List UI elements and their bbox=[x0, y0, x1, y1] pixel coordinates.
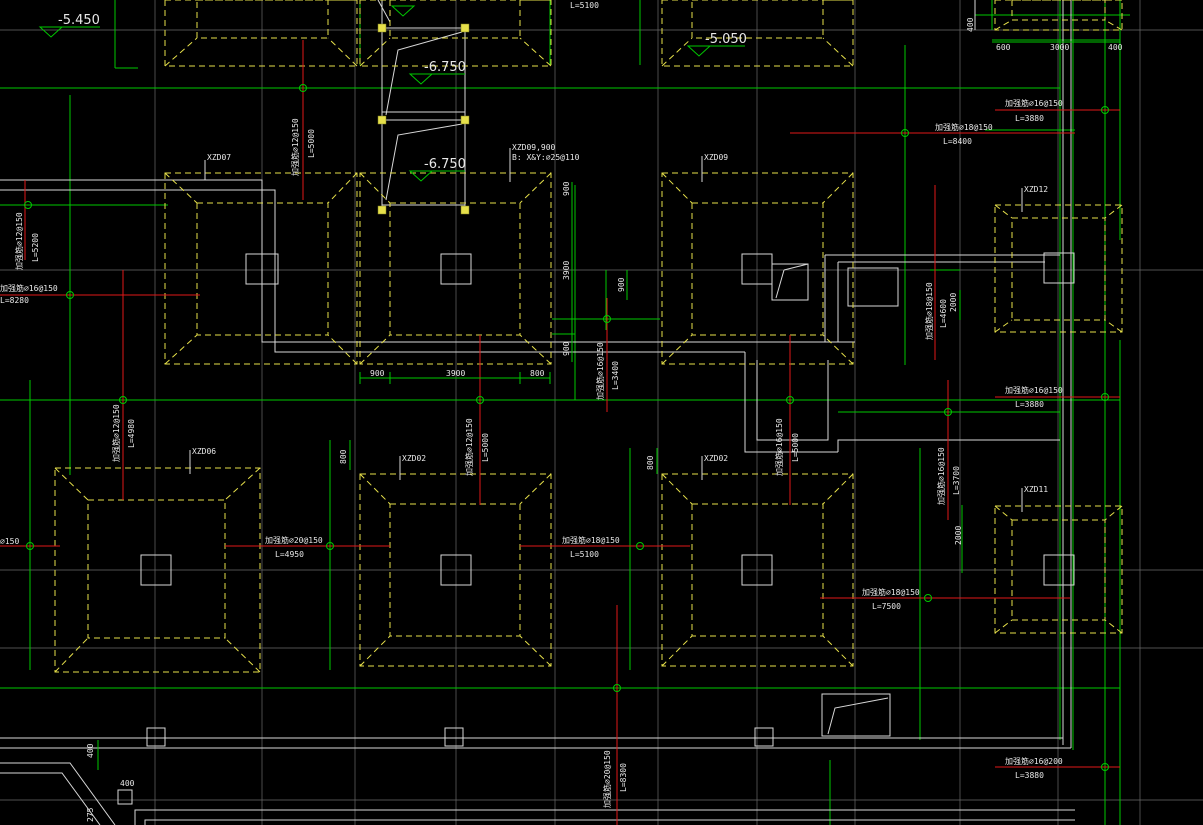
dimension-text: 400 bbox=[120, 779, 135, 788]
elevation-text: -5.050 bbox=[705, 32, 747, 47]
rebar-length: L=3880 bbox=[1015, 114, 1044, 123]
pit-label: XZD11 bbox=[1024, 485, 1048, 494]
pit[interactable] bbox=[164, 172, 358, 365]
rebar-label: 加强筋⌀16@150 bbox=[936, 447, 946, 505]
column[interactable] bbox=[140, 554, 172, 586]
dimension-text: 600 bbox=[996, 43, 1011, 52]
column[interactable] bbox=[771, 263, 809, 301]
rebar-length: L=8400 bbox=[943, 137, 972, 146]
rebar-length: L=5000 bbox=[307, 129, 316, 158]
dimension-text: 900 bbox=[370, 369, 385, 378]
rebar-label: 加强筋⌀16@150 bbox=[1005, 98, 1063, 108]
rebar-label: 加强筋⌀16@150 bbox=[595, 342, 605, 400]
pit-label: XZD12 bbox=[1024, 185, 1048, 194]
column[interactable] bbox=[1043, 554, 1075, 586]
dimension-text: 275 bbox=[86, 807, 95, 822]
elevation-text: -6.750 bbox=[424, 157, 466, 172]
pit-label: XZD02 bbox=[704, 454, 728, 463]
rebar-lines bbox=[0, 40, 1120, 825]
dimension-text: 900 bbox=[562, 181, 571, 196]
column[interactable] bbox=[1043, 252, 1075, 284]
pit-label: XZD07 bbox=[207, 153, 231, 162]
selection-grips[interactable] bbox=[377, 23, 470, 215]
pit[interactable] bbox=[54, 467, 261, 673]
rebar-label: 加强筋⌀12@150 bbox=[111, 404, 121, 462]
pit-label: XZD02 bbox=[402, 454, 426, 463]
rebar-label: 加强筋⌀18@150 bbox=[935, 122, 993, 132]
dimension-text: 400 bbox=[1108, 43, 1123, 52]
pit[interactable] bbox=[661, 473, 854, 667]
green-reference-lines bbox=[0, 0, 1130, 825]
node-markers bbox=[24, 84, 1109, 771]
pit[interactable] bbox=[661, 0, 854, 67]
rebar-annotations: 加强筋⌀16@150 L=8280 加强筋⌀16@150 L=3880 加强筋⌀… bbox=[0, 1, 1063, 780]
rebar-label: 加强筋⌀16@150 bbox=[0, 283, 58, 293]
pit-note: B: X&Y:⌀25@110 bbox=[512, 153, 580, 162]
rebar-length: L=5100 bbox=[570, 550, 599, 559]
pit[interactable] bbox=[164, 0, 358, 67]
rebar-length: L=4950 bbox=[275, 550, 304, 559]
rebar-length: L=8300 bbox=[619, 763, 628, 792]
rebar-label: 加强筋⌀16@150 bbox=[1005, 385, 1063, 395]
pit[interactable] bbox=[359, 0, 552, 67]
pit[interactable] bbox=[359, 473, 552, 667]
dimension-text: 400 bbox=[86, 743, 95, 758]
elevation-text: -5.450 bbox=[58, 13, 100, 28]
column[interactable] bbox=[741, 554, 773, 586]
dimension-text: 800 bbox=[339, 449, 348, 464]
rebar-length: L=5200 bbox=[31, 233, 40, 262]
rebar-length: L=3880 bbox=[1015, 771, 1044, 780]
column[interactable] bbox=[440, 554, 472, 586]
pit[interactable] bbox=[994, 0, 1123, 31]
rebar-length: L=7500 bbox=[872, 602, 901, 611]
rebar-label: 加强筋⌀12@150 bbox=[290, 118, 300, 176]
rebar-label: 加强筋⌀16@150 bbox=[774, 418, 784, 476]
rebar-annotations-vertical: 加强筋⌀12@150 L=5000 加强筋⌀12@150 L=5200 加强筋⌀… bbox=[14, 118, 961, 808]
pit[interactable] bbox=[994, 204, 1123, 333]
elevation-markers: -5.450 -5.050 -6.750 -6.750 bbox=[38, 5, 747, 182]
dimension-text: 3900 bbox=[562, 261, 571, 280]
pile-cap-pits bbox=[54, 0, 1123, 673]
column[interactable] bbox=[440, 253, 472, 285]
rebar-length: L=4600 bbox=[939, 299, 948, 328]
rebar-label: 加强筋⌀18@150 bbox=[862, 587, 920, 597]
columns bbox=[140, 252, 1075, 586]
rebar-length: L=3700 bbox=[952, 466, 961, 495]
rebar-label: 加强筋⌀20@150 bbox=[265, 535, 323, 545]
rebar-label: ⌀150 bbox=[0, 537, 19, 546]
rebar-length: L=5100 bbox=[570, 1, 599, 10]
dimension-text: 900 bbox=[562, 341, 571, 356]
dimension-text: 800 bbox=[646, 455, 655, 470]
rebar-label: 加强筋⌀12@150 bbox=[14, 212, 24, 270]
pit-label: XZD09 bbox=[704, 153, 728, 162]
dimension-text: 3900 bbox=[446, 369, 465, 378]
dimension-text: 2000 bbox=[949, 293, 958, 312]
rebar-label: 加强筋⌀20@150 bbox=[602, 750, 612, 808]
pit-label: XZD06 bbox=[192, 447, 216, 456]
rebar-label: 加强筋⌀12@150 bbox=[464, 418, 474, 476]
dimension-text: 900 bbox=[617, 277, 626, 292]
dimension-annotations: 900 3900 800 900 3900 900 900 800 800 20… bbox=[86, 17, 1123, 822]
pit[interactable] bbox=[661, 172, 854, 365]
column[interactable] bbox=[245, 253, 279, 285]
rebar-label: 加强筋⌀18@150 bbox=[562, 535, 620, 545]
pit[interactable] bbox=[994, 505, 1123, 634]
dimension-text: 800 bbox=[530, 369, 545, 378]
dimension-text: 400 bbox=[966, 17, 975, 32]
pit-labels: XZD07 XZD09,900 B: X&Y:⌀25@110 XZD09 XZD… bbox=[189, 143, 1048, 512]
rebar-length: L=3400 bbox=[611, 361, 620, 390]
rebar-length: L=8280 bbox=[0, 296, 29, 305]
pit[interactable] bbox=[359, 172, 552, 365]
rebar-length: L=4980 bbox=[127, 419, 136, 448]
rebar-length: L=5000 bbox=[481, 433, 490, 462]
rebar-label: 加强筋⌀16@200 bbox=[1005, 756, 1063, 766]
pit-label: XZD09,900 bbox=[512, 143, 556, 152]
rebar-length: L=5000 bbox=[791, 433, 800, 462]
rebar-length: L=3880 bbox=[1015, 400, 1044, 409]
rebar-label: 加强筋⌀18@150 bbox=[924, 282, 934, 340]
dimension-text: 2000 bbox=[954, 526, 963, 545]
elevation-text: -6.750 bbox=[424, 60, 466, 75]
dimension-text: 3000 bbox=[1050, 43, 1069, 52]
